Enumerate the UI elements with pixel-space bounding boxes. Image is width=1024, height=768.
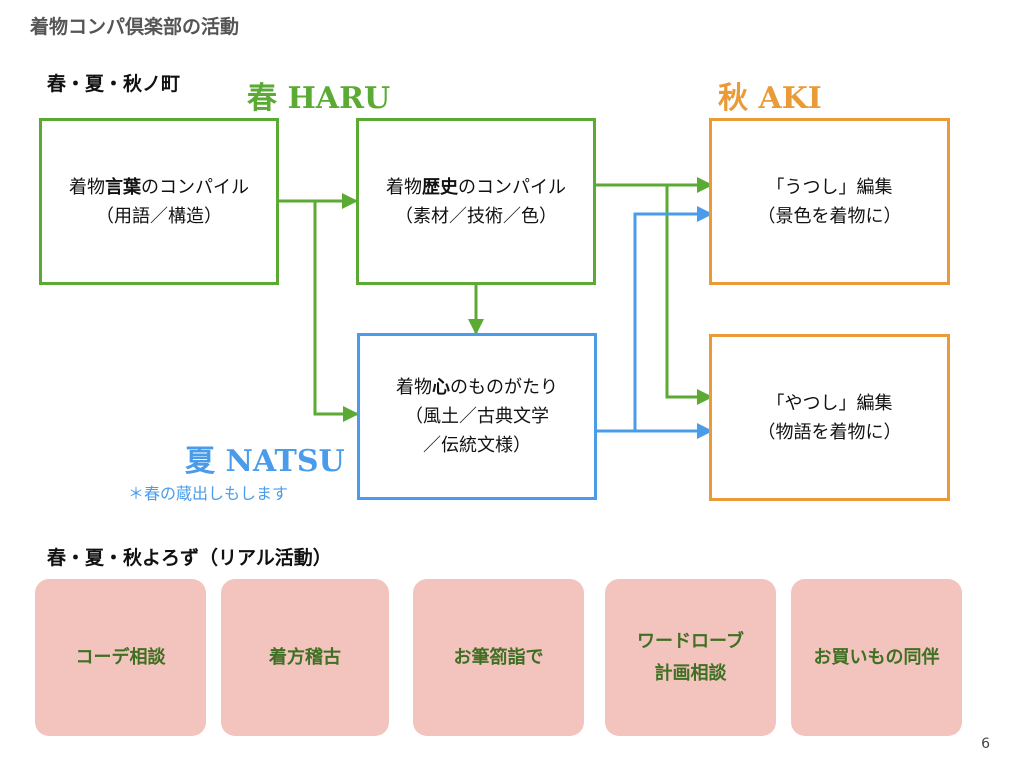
tile-label-line2: 計画相談 bbox=[654, 662, 727, 684]
tile-label: お筆箚詣で bbox=[453, 646, 544, 668]
arrow-kokoro-to-utsushi bbox=[633, 206, 713, 431]
box-kotoba-line2: （用語／構造） bbox=[96, 205, 222, 227]
box-kokoro-line3: ／伝統文様） bbox=[423, 435, 531, 456]
box-yatsushi-edit: 「やつし」編集 （物語を着物に） bbox=[709, 334, 950, 501]
tile-shopping-escort[interactable]: お買いもの同伴 bbox=[791, 579, 962, 736]
box-rekishi-compile: 着物歴史のコンパイル （素材／技術／色） bbox=[356, 118, 596, 285]
box-utsushi-line1: 「うつし」編集 bbox=[766, 176, 893, 198]
box-rekishi-line1: 着物歴史のコンパイル bbox=[386, 176, 566, 198]
page-title: 着物コンパ倶楽部の活動 bbox=[30, 16, 240, 38]
tile-label: コーデ相談 bbox=[75, 646, 166, 668]
box-yatsushi-line2: （物語を着物に） bbox=[757, 421, 902, 443]
box-kokoro-line1: 着物心のものがたり bbox=[396, 377, 558, 398]
box-yatsushi-line1: 「やつし」編集 bbox=[766, 392, 893, 414]
tile-label-line1: ワードローブ bbox=[637, 630, 744, 652]
tile-dressing-lesson[interactable]: 着方稽古 bbox=[221, 579, 389, 736]
tile-label: お買いもの同伴 bbox=[813, 646, 940, 668]
section-label-yorozu: 春・夏・秋よろず（リアル活動） bbox=[47, 547, 332, 569]
box-kotoba-line1: 着物言葉のコンパイル bbox=[69, 176, 249, 198]
arrow-rekishi-to-yatsushi bbox=[665, 185, 713, 405]
box-utsushi-line2: （景色を着物に） bbox=[757, 205, 902, 227]
tile-wardrobe-plan[interactable]: ワードローブ 計画相談 bbox=[605, 579, 776, 736]
page-number: 6 bbox=[981, 736, 990, 752]
box-kokoro-line2: （風土／古典文学 bbox=[405, 406, 549, 427]
arrow-kotoba-to-kokoro bbox=[313, 201, 359, 422]
box-rekishi-line2: （素材／技術／色） bbox=[395, 205, 557, 227]
box-utsushi-edit: 「うつし」編集 （景色を着物に） bbox=[709, 118, 950, 285]
tile-label: 着方稽古 bbox=[269, 646, 341, 668]
natsu-note: ＊春の蔵出しもします bbox=[128, 484, 289, 503]
box-kotoba-compile: 着物言葉のコンパイル （用語／構造） bbox=[39, 118, 279, 285]
season-natsu-label: 夏 NATSU bbox=[185, 444, 345, 479]
tile-brush-visit[interactable]: お筆箚詣で bbox=[413, 579, 584, 736]
section-label-town: 春・夏・秋ノ町 bbox=[47, 73, 181, 95]
season-haru-label: 春 HARU bbox=[247, 81, 391, 116]
season-aki-label: 秋 AKI bbox=[718, 81, 822, 116]
box-kokoro-story: 着物心のものがたり （風土／古典文学 ／伝統文様） bbox=[357, 333, 597, 500]
tile-coordinate-consult[interactable]: コーデ相談 bbox=[35, 579, 206, 736]
